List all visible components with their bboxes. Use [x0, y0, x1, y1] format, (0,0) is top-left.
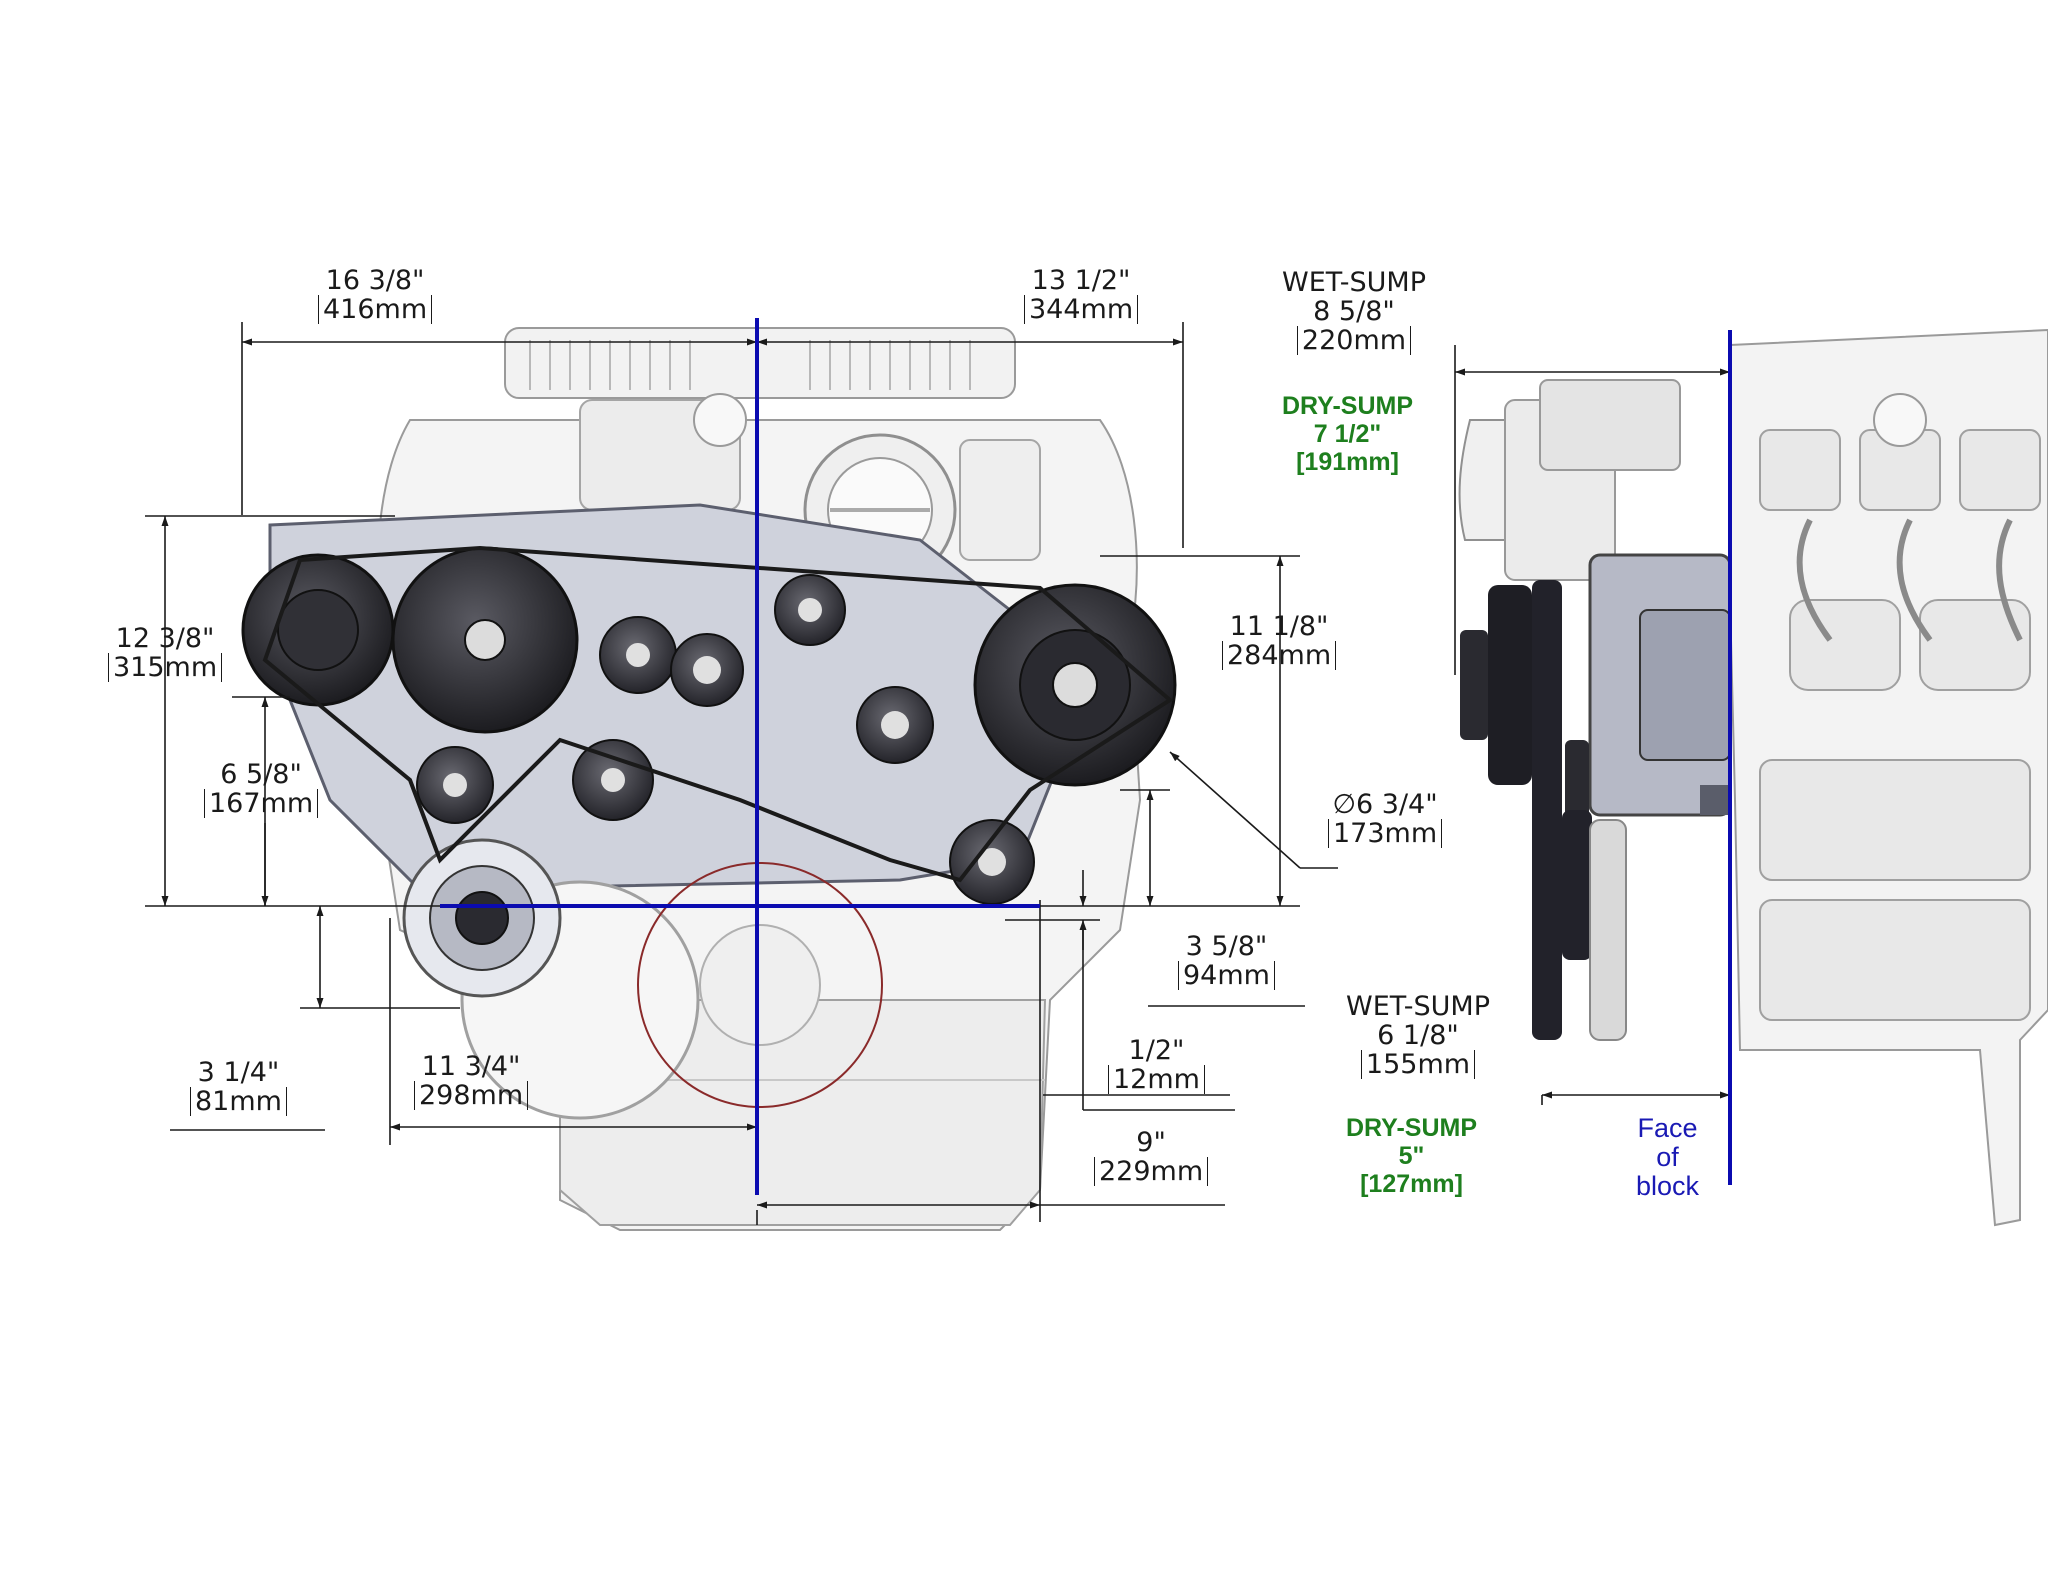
dry-sump-bottom: DRY-SUMP 5" [127mm]	[1346, 1114, 1477, 1198]
dim-overall-left-mm: 416mm	[318, 295, 433, 324]
dim-height-inner-in: 6 5/8"	[220, 759, 302, 790]
dim-alternator-offset: 11 3/4" 298mm	[414, 1051, 529, 1110]
dim-bottom-right-mm: 229mm	[1094, 1157, 1209, 1186]
wet-sump-bottom-in: 6 1/8"	[1377, 1020, 1459, 1051]
dim-lower-idler-mm: 94mm	[1178, 961, 1275, 990]
dim-height-inner: 6 5/8" 167mm	[204, 759, 319, 818]
dim-half-inch-mm: 12mm	[1108, 1065, 1205, 1094]
wet-sump-top-in: 8 5/8"	[1313, 296, 1395, 327]
dim-height-right-in: 11 1/8"	[1229, 611, 1329, 642]
dim-bottom-right: 9" 229mm	[1094, 1127, 1209, 1186]
dim-overall-left: 16 3/8" 416mm	[318, 265, 433, 324]
dim-overall-right-mm: 344mm	[1024, 295, 1139, 324]
dimension-lines	[145, 322, 1730, 1225]
dry-sump-top: DRY-SUMP 7 1/2" [191mm]	[1282, 392, 1413, 476]
wet-sump-top: WET-SUMP 8 5/8" 220mm	[1282, 268, 1426, 355]
dry-sump-bottom-label: DRY-SUMP	[1346, 1114, 1478, 1142]
dim-height-right-mm: 284mm	[1222, 641, 1337, 670]
dim-height-left-in: 12 3/8"	[115, 623, 215, 654]
dry-sump-bottom-mm: [127mm]	[1360, 1170, 1463, 1198]
dim-half-inch: 1/2" 12mm	[1108, 1036, 1205, 1094]
dim-pulley-diameter-in: ∅6 3/4"	[1332, 789, 1438, 820]
face-of-block-label: Face of block	[1636, 1114, 1699, 1201]
dim-overall-left-in: 16 3/8"	[325, 265, 425, 296]
dim-lower-idler: 3 5/8" 94mm	[1178, 932, 1275, 990]
dim-height-right: 11 1/8" 284mm	[1222, 611, 1337, 670]
dim-alternator-drop-in: 3 1/4"	[197, 1057, 280, 1088]
dry-sump-bottom-in: 5"	[1398, 1142, 1425, 1170]
dim-half-inch-in: 1/2"	[1128, 1035, 1185, 1066]
face-of-block-line-1: Face	[1637, 1113, 1698, 1143]
wet-sump-bottom-mm: 155mm	[1360, 1050, 1476, 1079]
dim-height-left: 12 3/8" 315mm	[108, 623, 223, 682]
dim-height-left-mm: 315mm	[108, 653, 223, 682]
dry-sump-top-label: DRY-SUMP	[1282, 392, 1414, 420]
wet-sump-top-label: WET-SUMP	[1282, 267, 1426, 298]
dim-bottom-right-in: 9"	[1136, 1127, 1166, 1158]
dim-alternator-drop: 3 1/4" 81mm	[190, 1058, 287, 1116]
center-lines	[440, 318, 1732, 1195]
wet-sump-top-mm: 220mm	[1296, 326, 1412, 355]
dry-sump-top-in: 7 1/2"	[1313, 420, 1382, 448]
face-of-block-line-2: of	[1656, 1142, 1679, 1172]
face-of-block-line-3: block	[1636, 1171, 1700, 1201]
wet-sump-bottom-label: WET-SUMP	[1346, 991, 1490, 1022]
dim-overall-right-in: 13 1/2"	[1031, 265, 1131, 296]
dim-alternator-drop-mm: 81mm	[190, 1087, 287, 1116]
dim-alternator-offset-mm: 298mm	[414, 1081, 529, 1110]
side-engine-body	[1458, 328, 2048, 1227]
dry-sump-top-mm: [191mm]	[1296, 448, 1399, 476]
wet-sump-bottom: WET-SUMP 6 1/8" 155mm	[1346, 992, 1490, 1079]
pulleys	[241, 546, 1177, 998]
dim-pulley-diameter-mm: 173mm	[1328, 819, 1443, 848]
serpentine-belt	[262, 545, 1174, 883]
dim-overall-right: 13 1/2" 344mm	[1024, 265, 1139, 324]
dim-lower-idler-in: 3 5/8"	[1185, 931, 1268, 962]
dim-pulley-diameter: ∅6 3/4" 173mm	[1328, 789, 1443, 848]
dim-height-inner-mm: 167mm	[204, 789, 319, 818]
dim-alternator-offset-in: 11 3/4"	[421, 1051, 521, 1082]
